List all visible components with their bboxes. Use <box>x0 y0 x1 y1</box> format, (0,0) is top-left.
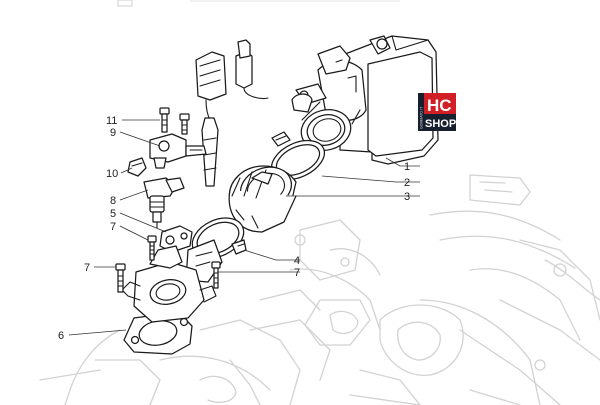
intake-manifold-sleeve <box>228 165 297 233</box>
callout-7-left: 7 <box>84 262 90 274</box>
logo-side-strip <box>418 93 424 131</box>
page-corner-box <box>117 0 133 7</box>
bolt-upper <box>147 235 157 261</box>
inlet-head <box>121 245 217 323</box>
callout-3: 3 <box>404 191 410 203</box>
logo-shop-text: SHOP <box>425 118 456 130</box>
fuel-injector <box>143 177 185 229</box>
injector-holder <box>159 225 193 253</box>
retaining-clip <box>127 157 147 177</box>
callout-9: 9 <box>110 127 116 139</box>
bolt-left <box>115 263 126 293</box>
callout-6: 6 <box>58 330 64 342</box>
hc-shop-logo: HC SHOP GOMMATO.IT <box>418 93 456 131</box>
logo-top-band <box>418 93 456 114</box>
sensor-connector-cable <box>195 39 269 187</box>
callout-1: 1 <box>404 161 410 173</box>
callout-labels: 11 9 10 8 5 7 7 6 1 2 3 4 7 <box>58 115 410 342</box>
screw-left <box>159 107 170 133</box>
callout-7-upper: 7 <box>110 221 116 233</box>
throttle-body <box>291 35 439 165</box>
logo-vertical-text: GOMMATO.IT <box>420 106 424 129</box>
leader-lines <box>68 119 420 336</box>
hose-clamp <box>271 131 325 181</box>
logo-hc-text: HC <box>427 96 452 115</box>
screw-right <box>179 113 190 135</box>
callout-10: 10 <box>106 168 118 180</box>
gasket <box>123 311 193 355</box>
callout-2: 2 <box>404 177 410 189</box>
fuel-rail <box>149 133 207 169</box>
callout-8: 8 <box>110 195 116 207</box>
logo-bottom-band <box>418 114 456 131</box>
callout-11: 11 <box>106 115 117 127</box>
callout-5: 5 <box>110 208 116 220</box>
engine-background <box>39 174 600 405</box>
callout-4: 4 <box>294 255 300 267</box>
bolt-right <box>211 261 221 289</box>
callout-7-right: 7 <box>294 267 300 279</box>
